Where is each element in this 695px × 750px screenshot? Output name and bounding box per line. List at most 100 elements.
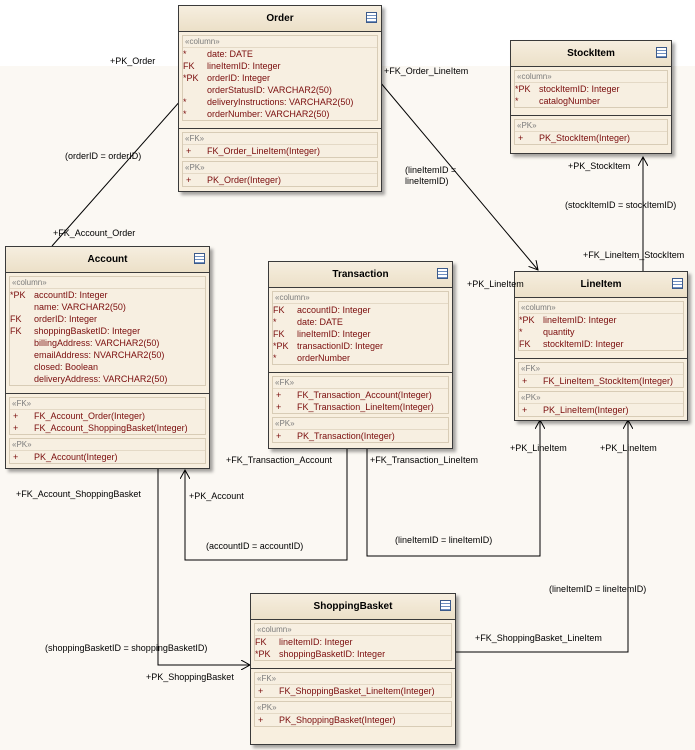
column-row[interactable]: FK stockItemID: Integer [519,338,683,350]
link-account-shoppingbasket [157,467,250,665]
column-definition: lineItemID: Integer [543,315,617,325]
column-row[interactable]: name: VARCHAR2(50) [10,301,205,313]
stockitem-pk-operations: +PK_StockItem(Integer) [515,132,667,144]
column-definition: shoppingBasketID: Integer [34,326,141,336]
operation-row[interactable]: +FK_Transaction_LineItem(Integer) [273,401,448,413]
column-definition: date: DATE [297,317,343,327]
shoppingbasket-pk-operations: + PK_ShoppingBasket(Integer) [255,714,451,726]
column-definition: stockItemID: Integer [543,339,624,349]
operation-signature: PK_Transaction(Integer) [297,431,395,441]
lineitem-title: LineItem [515,272,687,298]
operation-row[interactable]: +PK_LineItem(Integer) [519,404,683,416]
operation-row[interactable]: +FK_Account_ShoppingBasket(Integer) [10,422,205,434]
column-row[interactable]: deliveryAddress: VARCHAR2(50) [10,373,205,385]
fk-stereotype: «FK» [10,398,205,410]
operation-signature: PK_StockItem(Integer) [539,133,631,143]
label-pk-shoppingbasket: +PK_ShoppingBasket [146,672,234,682]
column-row[interactable]: *catalogNumber [515,95,667,107]
transaction-pk-operations: +PK_Transaction(Integer) [273,430,448,442]
operation-row[interactable]: +PK_Order(Integer) [183,174,377,186]
lineitem-fk-operations: + FK_LineItem_StockItem(Integer) [519,375,683,387]
table-icon [656,47,667,58]
column-row[interactable]: *orderNumber [273,352,448,364]
lineitem-pk-operations: +PK_LineItem(Integer) [519,404,683,416]
operation-row[interactable]: +PK_Account(Integer) [10,451,205,463]
label-fk-lineitem-stockitem: +FK_LineItem_StockItem [583,250,685,260]
operation-row[interactable]: +FK_Account_Order(Integer) [10,410,205,422]
operation-signature: PK_ShoppingBasket(Integer) [279,715,396,725]
column-row[interactable]: *orderNumber: VARCHAR2(50) [183,108,377,120]
pk-stereotype: «PK» [515,120,667,132]
column-row[interactable]: *PK lineItemID: Integer [519,314,683,326]
label-pk-lineitem-sb: +PK_LineItem [600,443,657,453]
column-row[interactable]: orderStatusID: VARCHAR2(50) [183,84,377,96]
key-marker: * [183,49,187,59]
column-row[interactable]: *deliveryInstructions: VARCHAR2(50) [183,96,377,108]
key-marker: * [183,97,187,107]
column-row[interactable]: * date: DATE [183,48,377,60]
column-row[interactable]: *quantity [519,326,683,338]
column-definition: name: VARCHAR2(50) [34,302,126,312]
operation-row[interactable]: +PK_StockItem(Integer) [515,132,667,144]
column-row[interactable]: billingAddress: VARCHAR2(50) [10,337,205,349]
key-marker: *PK [519,315,535,325]
operation-signature: FK_Account_ShoppingBasket(Integer) [34,423,188,433]
key-marker: + [186,146,192,156]
column-row[interactable]: closed: Boolean [10,361,205,373]
pk-stereotype: «PK» [255,702,451,714]
order-pk-operations: +PK_Order(Integer) [183,174,377,186]
key-marker: + [258,715,264,725]
link-order-lineitem [379,81,538,270]
operation-row[interactable]: + FK_LineItem_StockItem(Integer) [519,375,683,387]
label-pk-stockitem: +PK_StockItem [568,161,631,171]
operation-signature: FK_Account_Order(Integer) [34,411,146,421]
column-definition: catalogNumber [539,96,601,106]
link-transaction-lineitem [366,420,540,557]
key-marker: + [258,686,264,696]
column-definition: deliveryAddress: VARCHAR2(50) [34,374,168,384]
lineitem-entity[interactable]: LineItem «column» *PK lineItemID: Integer… [514,271,688,421]
label-lineitem-eq-trans: (lineItemID = lineItemID) [395,535,493,545]
column-definition: date: DATE [207,49,253,59]
column-row[interactable]: * date: DATE [273,316,448,328]
operation-row[interactable]: +FK_Transaction_Account(Integer) [273,389,448,401]
fk-stereotype: «FK» [519,363,683,375]
account-title: Account [6,247,209,273]
label-order-id-eq: (orderID = orderID) [65,151,142,161]
operation-row[interactable]: +PK_Transaction(Integer) [273,430,448,442]
operation-row[interactable]: + PK_ShoppingBasket(Integer) [255,714,451,726]
key-marker: * [273,317,277,327]
label-lineitem-eq-sb: (lineItemID = lineItemID) [549,584,647,594]
column-row[interactable]: emailAddress: NVARCHAR2(50) [10,349,205,361]
column-definition: emailAddress: NVARCHAR2(50) [34,350,165,360]
key-marker: FK [519,339,531,349]
key-marker: + [522,376,528,386]
column-definition: lineItemID: Integer [279,637,353,647]
columns-stereotype: «column» [519,302,683,314]
operation-row[interactable]: +FK_Order_LineItem(Integer) [183,145,377,157]
operation-signature: FK_LineItem_StockItem(Integer) [543,376,674,386]
operation-row[interactable]: +FK_ShoppingBasket_LineItem(Integer) [255,685,451,697]
fk-stereotype: «FK» [273,377,448,389]
column-definition: shoppingBasketID: Integer [279,649,386,659]
